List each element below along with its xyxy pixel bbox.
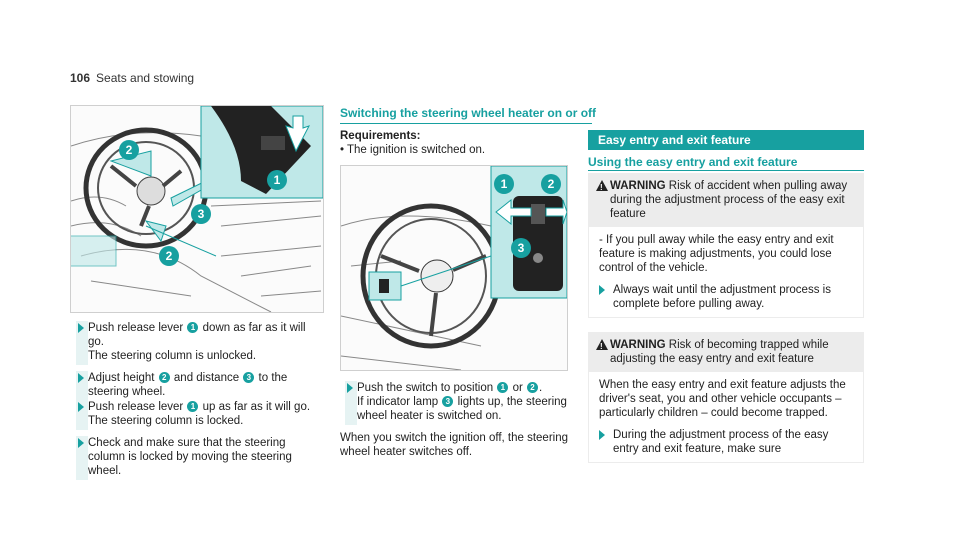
step-arrow-icon — [599, 285, 605, 295]
heater-note: When you switch the ignition off, the st… — [340, 432, 569, 458]
step-arrow-icon — [347, 383, 353, 393]
section-name: Seats and stowing — [96, 71, 195, 85]
page-number: 106 — [70, 71, 91, 85]
callout-1: 1 — [267, 170, 287, 190]
heater-section-title: Switching the steering wheel heater on o… — [340, 106, 597, 120]
ref-1: 1 — [187, 322, 199, 333]
step-lock: Push release lever 1 up as far as it wil… — [76, 400, 322, 430]
warning-step-2: During the adjustment process of the eas… — [599, 428, 853, 456]
callout-2-bottom: 2 — [159, 246, 179, 266]
ref-1: 1 — [187, 401, 199, 412]
callout-3: 3 — [511, 238, 531, 258]
warning-body-2: When the easy entry and exit feature adj… — [588, 372, 864, 463]
requirements: Requirements: • The ignition is switched… — [340, 130, 486, 156]
step-arrow-icon — [78, 323, 84, 333]
warning-icon — [596, 339, 608, 354]
step-adjust: Adjust height 2 and distance 3 to the st… — [76, 371, 322, 401]
step-arrow-icon — [78, 438, 84, 448]
bullet: • — [340, 144, 348, 156]
step-arrow-icon — [78, 402, 84, 412]
step-arrow-icon — [78, 373, 84, 383]
easy-entry-bar-title: Easy entry and exit feature — [588, 130, 864, 150]
callout-1: 1 — [494, 174, 514, 194]
step-check: Check and make sure that the steering co… — [76, 436, 322, 480]
ref-3: 3 — [243, 372, 255, 383]
heater-title-rule — [340, 123, 592, 124]
warning-step-1: Always wait until the adjustment process… — [599, 283, 853, 311]
warning-body-1: - If you pull away while the easy entry … — [588, 227, 864, 318]
heater-switch-figure: 1 2 3 — [340, 165, 568, 371]
easy-entry-sub-title: Using the easy entry and exit feature — [588, 155, 798, 169]
ref-2: 2 — [158, 372, 170, 383]
warning-box-2: WARNING Risk of becoming trapped while a… — [588, 332, 864, 372]
ref-2: 2 — [527, 382, 539, 393]
callout-2: 2 — [541, 174, 561, 194]
step-arrow-icon — [599, 430, 605, 440]
steering-column-figure: 2 1 3 2 — [70, 105, 324, 313]
ref-3: 3 — [442, 396, 454, 407]
callout-3: 3 — [191, 204, 211, 224]
ref-1: 1 — [497, 382, 509, 393]
step-push-switch: Push the switch to position 1 or 2. If i… — [345, 381, 587, 425]
sub-title-rule — [588, 170, 864, 171]
warning-icon — [596, 180, 608, 195]
warning-box-1: WARNING Risk of accident when pulling aw… — [588, 173, 864, 227]
step-unlock: Push release lever 1 down as far as it w… — [76, 321, 322, 365]
callout-2-top: 2 — [119, 140, 139, 160]
page-header: 106 Seats and stowing — [70, 71, 194, 85]
